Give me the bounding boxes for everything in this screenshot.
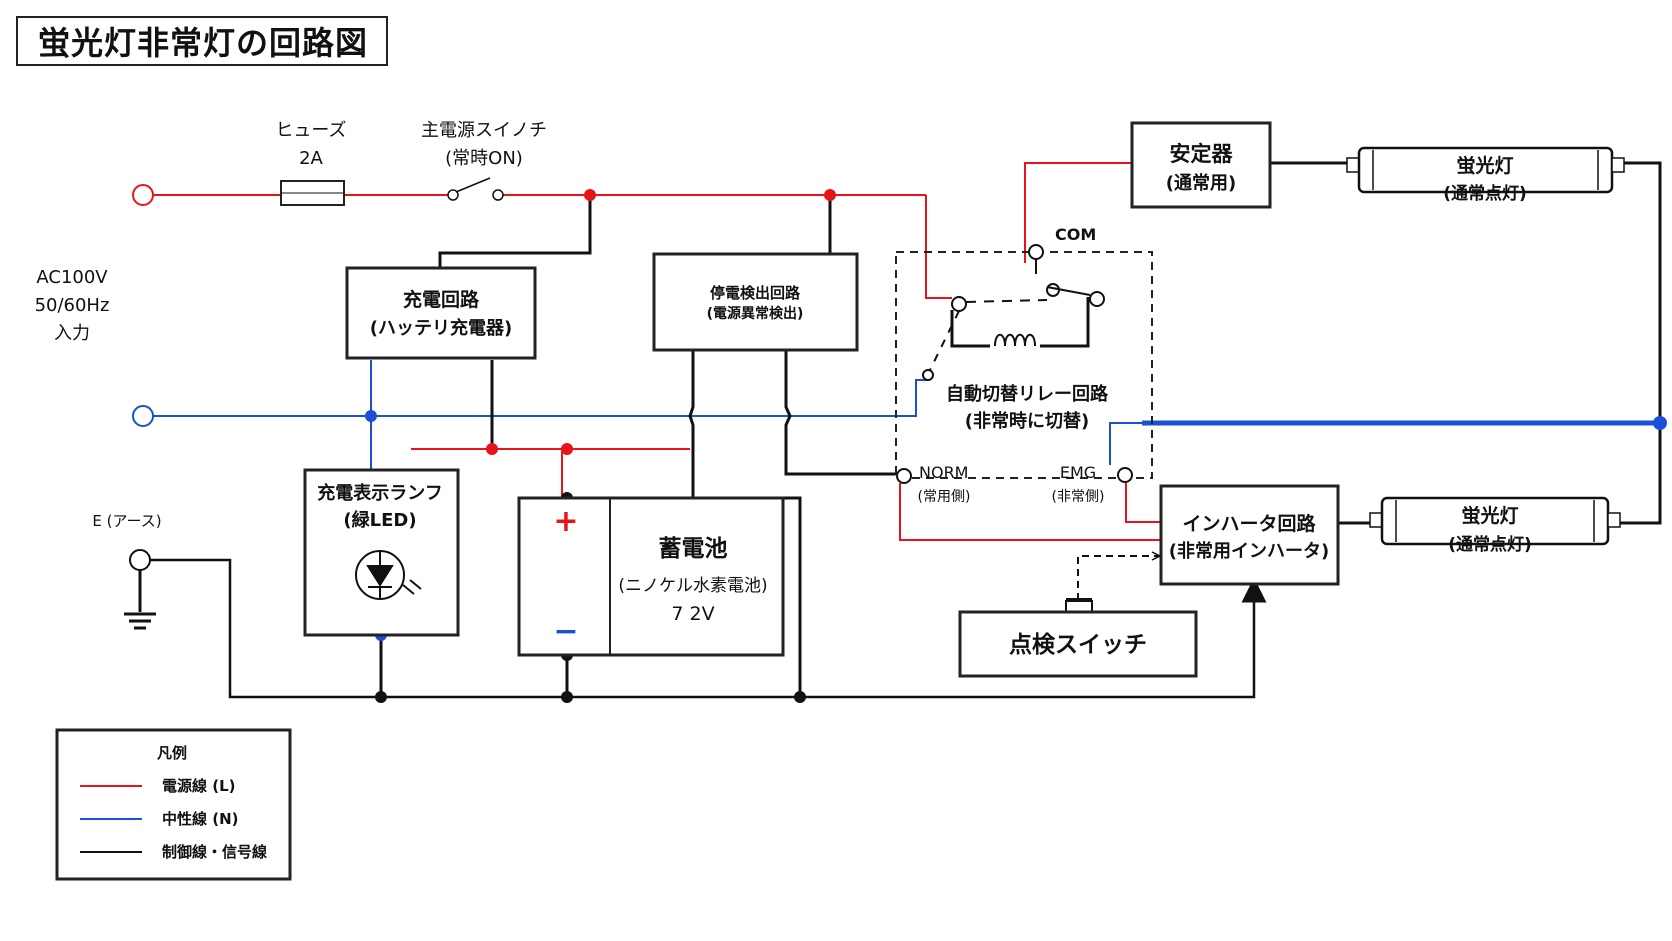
relay-com-label: COM — [1055, 225, 1096, 244]
emg-note: (非常側) — [1052, 489, 1105, 505]
inverter-title: インハータ回路 — [1182, 512, 1316, 535]
live-input-terminal — [132, 184, 154, 206]
live-wires — [143, 162, 1161, 541]
input-label-1: AC100V — [36, 267, 108, 288]
relay-title: 自動切替リレー回路 — [946, 383, 1109, 405]
charger-subtitle: (ハッテリ充電器) — [370, 317, 512, 339]
main-switch-note: (常時ON) — [445, 148, 523, 169]
earth-label: E (アース) — [92, 512, 161, 530]
legend-box — [55, 728, 292, 881]
legend-item-neutral: 中性線 (N) — [162, 810, 239, 828]
relay-coil-symbol — [994, 333, 1036, 347]
input-label-3: 入力 — [54, 323, 90, 344]
input-label-2: 50/60Hz — [35, 295, 110, 316]
norm-note: (常用側) — [918, 489, 971, 505]
relay-subtitle: (非常時に切替) — [965, 410, 1089, 432]
norm-terminal — [896, 468, 912, 484]
ballast-subtitle: (通常用) — [1166, 172, 1236, 194]
inverter-box — [1159, 484, 1340, 586]
battery-minus: − — [553, 614, 578, 649]
legend-item-live: 電源線 (L) — [162, 777, 236, 795]
charger-title: 充電回路 — [403, 288, 480, 311]
battery-box — [517, 496, 785, 657]
charger-box — [345, 266, 537, 360]
norm-label: NORM — [919, 463, 968, 482]
lamp-top-symbol — [1346, 146, 1625, 194]
test-switch-box[interactable] — [958, 610, 1198, 678]
fuse-rating: 2A — [299, 148, 323, 169]
indicator-subtitle: (緑LED) — [343, 509, 416, 531]
legend-item-control: 制御線・信号線 — [162, 843, 267, 861]
page-title-text: 蛍光灯非常灯の回路図 — [38, 24, 369, 62]
neutral-input-terminal — [132, 405, 154, 427]
battery-subtitle: (ニノケル水素電池) — [618, 576, 767, 596]
led-icon — [355, 550, 422, 600]
battery-title: 蓄電池 — [659, 536, 728, 562]
control-wires — [124, 161, 1662, 699]
relay-contacts — [922, 244, 1105, 381]
lamp-top-title: 蛍光灯 — [1456, 154, 1513, 177]
outage-detector-box — [652, 252, 859, 352]
lamp-bottom-title: 蛍光灯 — [1461, 504, 1518, 527]
lamp-bottom-symbol — [1369, 496, 1621, 546]
battery-voltage: 7 2V — [671, 603, 714, 625]
fuse-label: ヒューズ — [275, 120, 346, 141]
earth-terminal — [129, 549, 151, 571]
legend-title: 凡例 — [157, 744, 187, 762]
ballast-box — [1130, 121, 1272, 209]
relay-box — [895, 251, 1153, 479]
main-switch-symbol — [447, 177, 504, 201]
lamp-top-subtitle: (通常点灯) — [1443, 183, 1527, 204]
indicator-title: 充電表示ランフ — [317, 482, 442, 504]
page-title: 蛍光灯非常灯の回路図 — [16, 16, 388, 66]
outage-detector-subtitle: (電源異常検出) — [707, 305, 804, 322]
lamp-bottom-subtitle: (通常点灯) — [1448, 534, 1532, 555]
battery-plus: + — [553, 504, 578, 539]
emg-label: EMG — [1060, 463, 1096, 482]
outage-detector-title: 停電検出回路 — [710, 284, 801, 302]
emg-terminal — [1117, 467, 1133, 483]
test-switch-label: 点検スイッチ — [1009, 632, 1147, 658]
ballast-title: 安定器 — [1170, 142, 1234, 166]
test-switch-link — [1065, 551, 1162, 612]
inverter-subtitle: (非常用インハータ) — [1169, 540, 1329, 562]
main-switch-label: 主電源スイノチ — [421, 120, 547, 141]
